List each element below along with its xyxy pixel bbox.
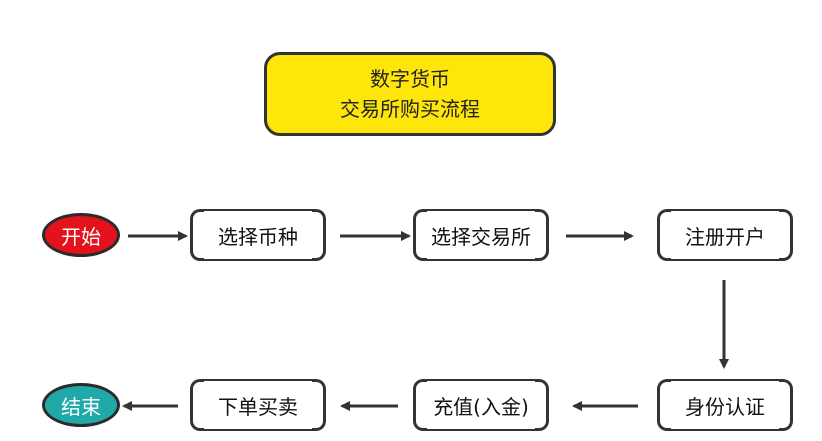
end-label: 结束 — [61, 394, 101, 419]
step-deposit: 充值(入金) — [413, 379, 549, 431]
step-select-exchange-label: 选择交易所 — [431, 224, 531, 249]
step-place-order: 下单买卖 — [190, 379, 326, 431]
step-identity-verification-label: 身份认证 — [685, 394, 765, 419]
title-box: 数字货币 交易所购买流程 — [264, 52, 556, 136]
start-label: 开始 — [61, 224, 101, 249]
step-place-order-label: 下单买卖 — [218, 394, 298, 419]
title-line-1: 数字货币 — [370, 67, 450, 91]
step-register-label: 注册开户 — [685, 224, 765, 249]
step-select-coin-label: 选择币种 — [218, 224, 298, 249]
step-deposit-label: 充值(入金) — [433, 394, 529, 419]
step-select-coin: 选择币种 — [190, 209, 326, 261]
title-line-2: 交易所购买流程 — [340, 97, 480, 121]
step-register: 注册开户 — [657, 209, 793, 261]
start-node: 开始 — [42, 213, 120, 257]
step-identity-verification: 身份认证 — [657, 379, 793, 431]
end-node: 结束 — [42, 383, 120, 427]
step-select-exchange: 选择交易所 — [413, 209, 549, 261]
